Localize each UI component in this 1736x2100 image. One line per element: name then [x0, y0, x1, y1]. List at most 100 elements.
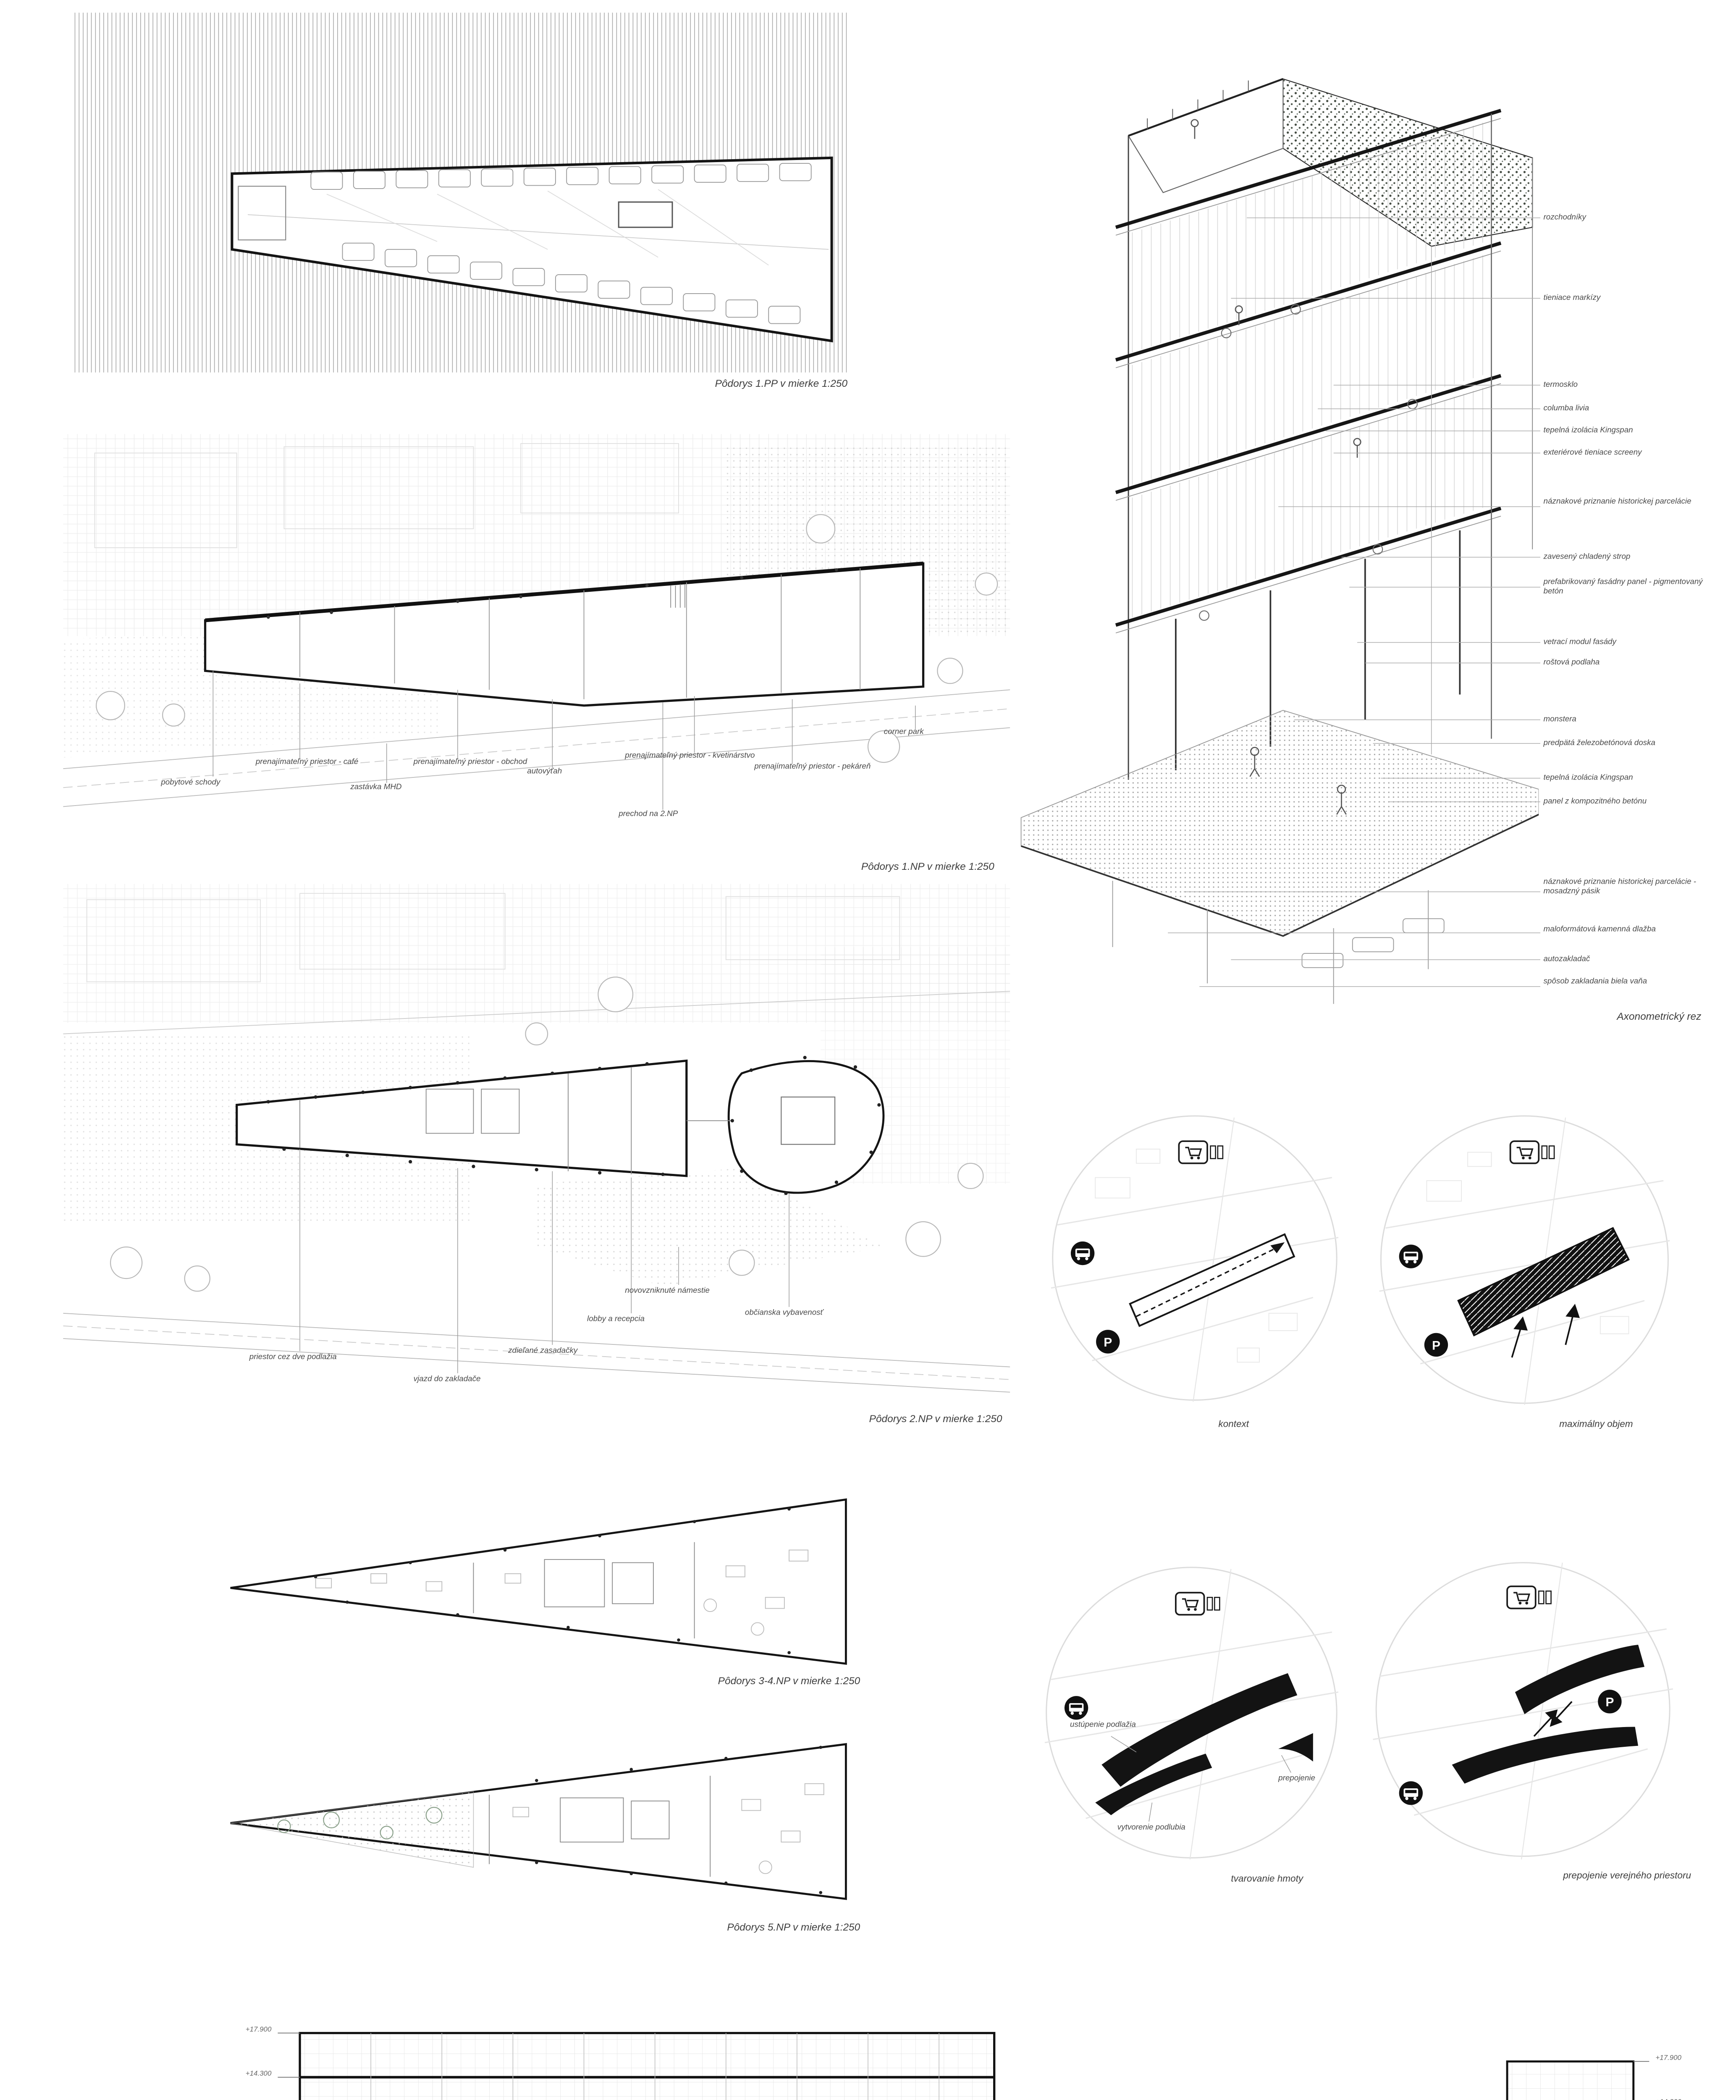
- bus-icon: [1070, 1241, 1095, 1265]
- figures: [1191, 119, 1361, 815]
- axon-label: tepelná izolácia Kingspan: [1543, 426, 1633, 436]
- mass-flag: [1278, 1733, 1313, 1762]
- leader-lines: [1111, 1736, 1291, 1822]
- axon-panel: [1018, 76, 1539, 1023]
- plan-2np-panel: priestor cez dve podlažia vjazd do zakla…: [63, 884, 1010, 1429]
- diagram-label: vytvorenie podlubia: [1117, 1823, 1185, 1833]
- service-room: [238, 186, 286, 241]
- plan-1np-label: prenajímateľný priestor - obchod: [413, 757, 527, 767]
- plan-1np-label: prenajímateľný priestor - café: [255, 757, 359, 767]
- mass-blob-upper: [1515, 1645, 1645, 1714]
- diagram-tvarovanie-drawing: [1044, 1567, 1339, 1860]
- core-rooms: [489, 1775, 711, 1877]
- axon-leader-lines: [1168, 217, 1541, 987]
- floor-slabs: [1115, 109, 1502, 633]
- context-buildings: [1095, 1149, 1298, 1363]
- car-lift: [618, 201, 673, 228]
- diagram-prepojenie-drawing: [1373, 1562, 1673, 1860]
- tower-footprint: [727, 1060, 885, 1194]
- plan-1np-panel: pobytové schody prenajímateľný priestor …: [63, 434, 1010, 876]
- diagram-tvarovanie: ustúpenie podlažia prepojenie vytvorenie…: [1041, 1563, 1341, 1863]
- plan-2np-label: priestor cez dve podlažia: [249, 1352, 337, 1362]
- plants: [1199, 304, 1418, 621]
- section-long-panel: +17.900 +14.300 +11.200 +7.000 +4.200 ±0…: [63, 1954, 1239, 2100]
- axon-label: panel z kompozitného betónu: [1543, 797, 1647, 807]
- axon-label: autozakladač: [1543, 955, 1590, 965]
- diagram-caption-max-objem: maximálny objem: [1559, 1420, 1633, 1430]
- axon-label: monstera: [1543, 715, 1576, 725]
- plaza: [1020, 710, 1539, 937]
- plan-1pp-panel: [74, 13, 848, 373]
- axon-label: náznakové priznanie historickej parcelác…: [1543, 877, 1697, 897]
- plan-2np-label: vjazd do zakladače: [413, 1375, 481, 1384]
- plan-2np-label: občianska vybavenosť: [745, 1308, 823, 1318]
- max-volume-block: [1457, 1227, 1630, 1336]
- ground-columns: [1175, 530, 1461, 771]
- parking-icon: [1598, 1690, 1622, 1714]
- core-rooms: [473, 1542, 695, 1639]
- diagram-caption-prepojenie: prepojenie verejného priestoru: [1563, 1872, 1691, 1882]
- arrow-head: [1513, 1316, 1528, 1331]
- axon-label: tepelná izolácia Kingspan: [1543, 773, 1633, 783]
- axon-labels-column: rozchodníky tieniace markízy termosklo c…: [1544, 73, 1717, 1020]
- diagram-max-objem-drawing: [1379, 1115, 1670, 1405]
- parking-icon: [1424, 1333, 1448, 1357]
- axon-label: termosklo: [1543, 380, 1578, 390]
- cart-icon: [1506, 1586, 1552, 1609]
- plan-1pp-drawing: [74, 13, 848, 373]
- plan-2np-drawing: [63, 884, 1010, 1393]
- plan-1np-label: pobytové schody: [161, 778, 220, 788]
- axon-label: rozchodníky: [1543, 213, 1586, 223]
- arrow-head: [1270, 1242, 1285, 1254]
- level-ticks: [278, 2032, 300, 2078]
- basement-carlift: [1112, 881, 1445, 1004]
- diagram-kontext: [1048, 1111, 1341, 1405]
- plan-1np-label: autovýťah: [527, 767, 562, 777]
- column-dots: [314, 1507, 791, 1654]
- plan-5np-drawing: [230, 1743, 847, 1900]
- axon-label: vetrací modul fasády: [1543, 638, 1616, 647]
- diagram-caption-kontext: kontext: [1218, 1420, 1249, 1430]
- axon-label: columba livia: [1543, 404, 1589, 414]
- building-outline: [204, 562, 925, 707]
- mass-blob-lower: [1452, 1727, 1639, 1784]
- building-outline: [299, 2032, 996, 2100]
- diagram-caption-tvarovanie: tvarovanie hmoty: [1231, 1875, 1303, 1885]
- furniture: [512, 1783, 824, 1874]
- plan-1np-drawing: [63, 434, 1010, 810]
- level-ticks: [1633, 2061, 1649, 2062]
- cart-icon: [1178, 1140, 1224, 1164]
- column-dots: [267, 568, 838, 619]
- bracing-lines: [326, 189, 769, 266]
- plan-2np-label: zdieľané zasadačky: [508, 1346, 578, 1356]
- plan-2np-label: novovzniknuté námestie: [625, 1286, 710, 1296]
- section-long-drawing: [278, 2032, 996, 2100]
- axon-label: náznakové priznanie historickej parcelác…: [1543, 497, 1691, 507]
- railing: [1147, 80, 1249, 130]
- plan-34np-panel: [221, 1487, 860, 1684]
- interior-rooms: [299, 1067, 632, 1175]
- level-label: +14.300: [1655, 2098, 1681, 2100]
- axon-drawing: [1020, 78, 1539, 1004]
- level-label: +17.900: [1655, 2053, 1682, 2062]
- section-cross-drawing: [1506, 2060, 1649, 2100]
- plan-1np-label: zastávka MHD: [350, 783, 402, 793]
- level-label: +14.300: [245, 2069, 272, 2077]
- mass-blob-upper: [1101, 1673, 1298, 1787]
- axon-label: predpätá železobetónová doska: [1543, 738, 1655, 748]
- leader-lines: [212, 671, 916, 810]
- diagram-prepojenie: [1370, 1557, 1676, 1863]
- plan-1np-label: corner park: [884, 727, 924, 738]
- plan-34np-caption: Pôdorys 3-4.NP v mierke 1:250: [718, 1676, 860, 1688]
- trees: [96, 514, 998, 763]
- leader-lines: [299, 1149, 789, 1373]
- bus-icon: [1399, 1244, 1423, 1268]
- diagram-kontext-drawing: [1051, 1115, 1339, 1402]
- context-buildings: [1426, 1152, 1629, 1334]
- level-label: +17.900: [245, 2025, 272, 2033]
- arrow-head: [1545, 1709, 1558, 1722]
- axon-label: exteriérové tieniace screeny: [1543, 448, 1642, 458]
- axon-label: maloformátová kamenná dlažba: [1543, 925, 1656, 934]
- parking-cars-bottom: [342, 242, 801, 324]
